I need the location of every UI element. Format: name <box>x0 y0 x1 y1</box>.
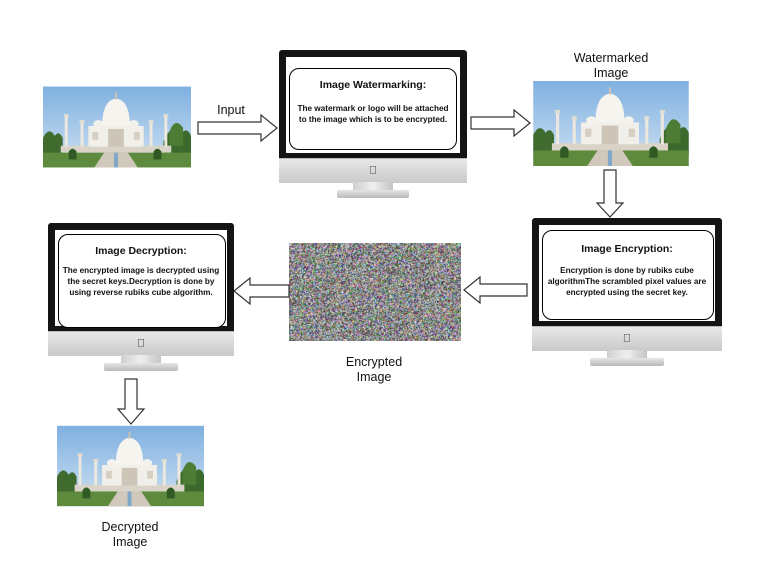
decryption-description: The encrypted image is decrypted using t… <box>62 266 220 297</box>
encryption-box <box>542 230 714 320</box>
apple-logo-icon:  <box>369 165 377 177</box>
original-image <box>43 86 191 168</box>
taj-mahal-photo <box>43 86 191 168</box>
arrow-left-icon <box>463 275 528 305</box>
decryption-box <box>58 234 226 328</box>
encryption-monitor: Image Encryption: Encryption is done by … <box>532 218 722 373</box>
decryption-monitor: Image Decryption: The encrypted image is… <box>48 223 234 378</box>
apple-logo-icon:  <box>623 333 631 345</box>
watermarked-label: Watermarked Image <box>573 51 649 80</box>
watermarking-monitor: Image Watermarking: The watermark or log… <box>279 50 467 200</box>
watermarked-image <box>531 81 691 166</box>
watermarking-title: Image Watermarking: <box>319 79 427 91</box>
taj-mahal-photo <box>531 81 691 166</box>
arrow-down-icon <box>595 169 625 218</box>
encryption-title: Image Encryption: <box>581 243 673 255</box>
encryption-description: Encryption is done by rubiks cube algori… <box>547 266 707 297</box>
input-label: Input <box>217 103 245 117</box>
decryption-title: Image Decryption: <box>95 245 187 257</box>
decrypted-image <box>57 425 204 507</box>
arrow-right-icon <box>197 113 278 143</box>
encrypted-image <box>289 243 461 341</box>
arrow-down-icon <box>116 378 146 425</box>
arrow-left-icon <box>233 276 290 306</box>
decrypted-label: Decrypted Image <box>101 520 159 549</box>
watermarking-box <box>289 68 457 150</box>
apple-logo-icon:  <box>137 338 145 350</box>
watermarking-description: The watermark or logo will be attached t… <box>297 104 449 124</box>
taj-mahal-photo <box>57 425 204 507</box>
encrypted-label: Encrypted Image <box>345 355 403 384</box>
arrow-right-icon <box>470 108 531 138</box>
